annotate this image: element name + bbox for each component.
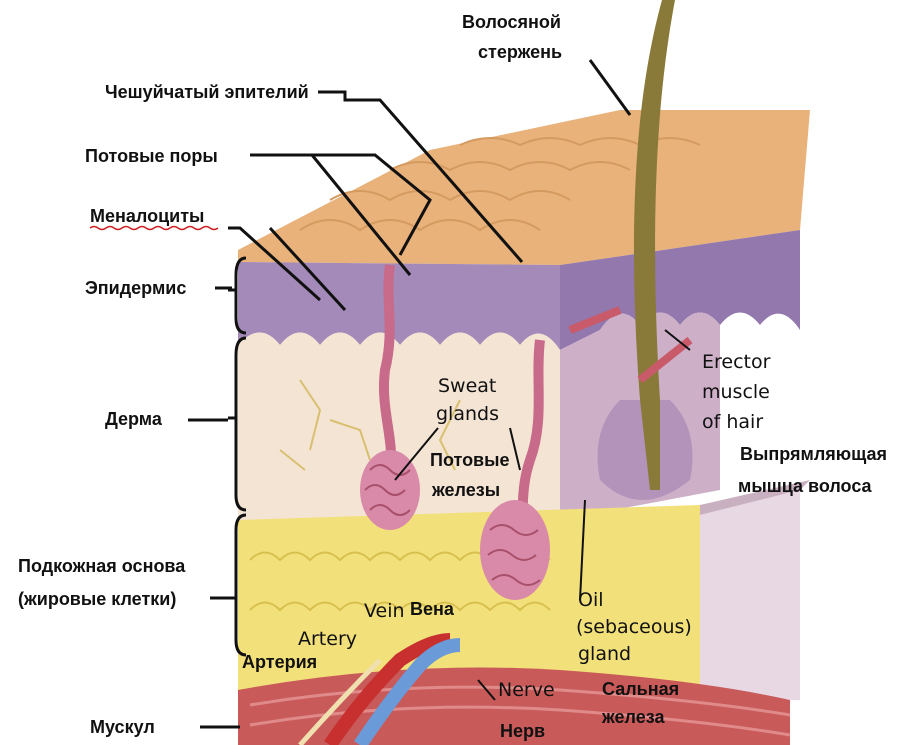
hair-shaft-label-1: Волосяной xyxy=(462,12,561,32)
dermis-label: Дерма xyxy=(105,409,163,429)
squamous-epithelium-label: Чешуйчатый эпителий xyxy=(105,82,309,102)
artery-ru-label: Артерия xyxy=(242,652,317,672)
erector-en-3: of hair xyxy=(702,411,763,433)
erector-en-1: Erector xyxy=(702,351,771,373)
erector-ru-2: мышца волоса xyxy=(738,476,873,496)
vein-en-label: Vein xyxy=(364,600,405,622)
epidermis-label: Эпидермис xyxy=(85,278,186,298)
hair-shaft-label-2: стержень xyxy=(478,42,562,62)
erector-ru-1: Выпрямляющая xyxy=(740,444,887,464)
oil-gland-ru-2: железа xyxy=(601,707,665,727)
sweat-pores-label: Потовые поры xyxy=(85,146,218,166)
sweat-glands-en-1: Sweat xyxy=(438,375,496,397)
sweat-glands-en-2: glands xyxy=(436,403,499,425)
oil-gland-en-1: Oil xyxy=(578,589,604,611)
oil-gland-ru-1: Сальная xyxy=(602,679,679,699)
sweat-glands-ru-1: Потовые xyxy=(430,450,510,470)
subcutaneous-label-2: (жировые клетки) xyxy=(18,589,176,609)
cut-block xyxy=(700,480,810,700)
subcutaneous-label-1: Подкожная основа xyxy=(18,556,186,576)
erector-en-2: muscle xyxy=(702,381,770,403)
oil-gland-en-3: gland xyxy=(578,643,631,665)
muscle-label: Мускул xyxy=(90,717,155,737)
sweat-glands-ru-2: железы xyxy=(431,480,500,500)
oil-gland-en-2: (sebaceous) xyxy=(576,616,692,638)
vein-ru-label: Вена xyxy=(410,599,455,619)
melanocytes-label: Меналоциты xyxy=(90,206,204,226)
spellcheck-underline xyxy=(90,227,218,230)
nerve-ru-label: Нерв xyxy=(500,721,545,741)
nerve-en-label: Nerve xyxy=(498,679,555,701)
artery-en-label: Artery xyxy=(298,628,357,650)
